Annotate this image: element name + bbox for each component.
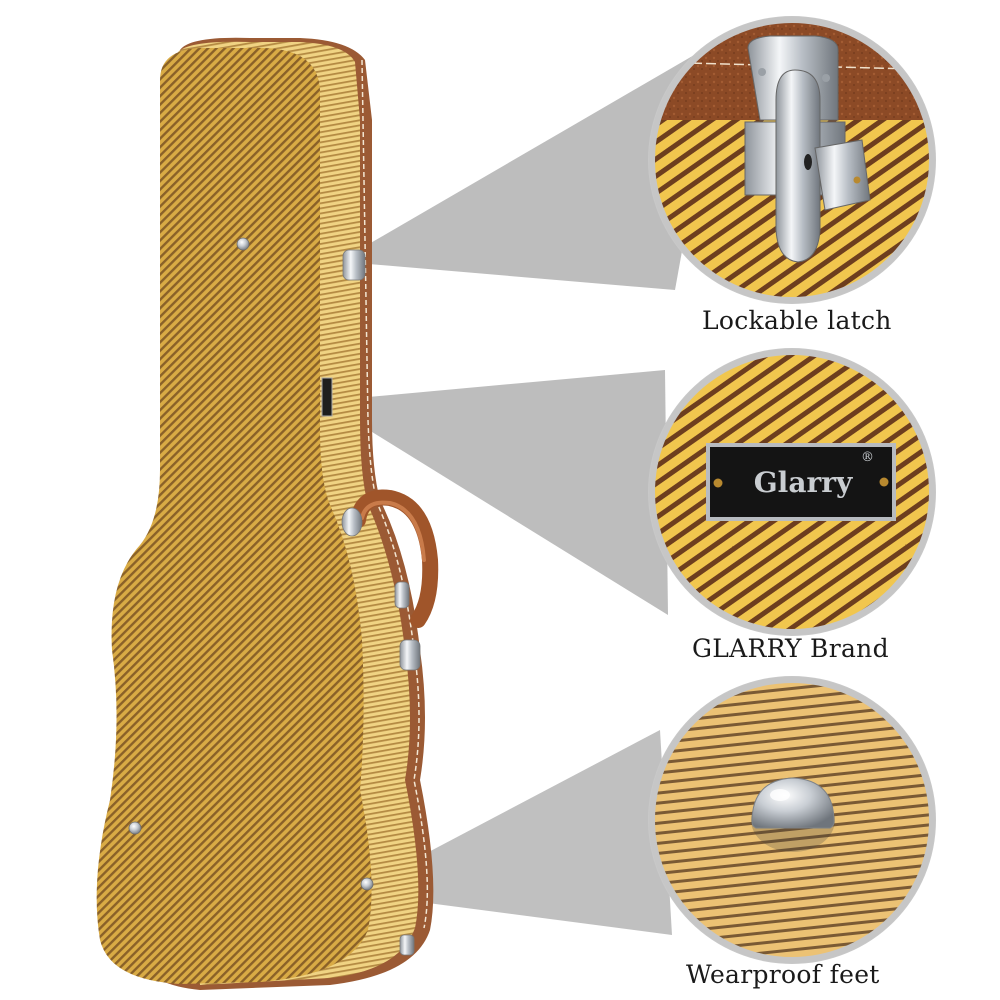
side-brand-plate — [321, 377, 333, 417]
rivet-top — [236, 237, 250, 251]
callout-beam-latch — [345, 40, 720, 290]
rivet-bottom-left — [128, 821, 142, 835]
caption-glarry-brand: GLARRY Brand — [692, 634, 889, 663]
case-handle — [350, 489, 439, 628]
registered-mark: ® — [861, 450, 874, 465]
feet-detail-image — [652, 680, 932, 960]
side-latch-low — [394, 581, 410, 609]
case-front-face — [96, 48, 372, 984]
side-latch-bottom — [399, 934, 415, 956]
latch-detail-image — [652, 20, 932, 300]
caption-wearproof-feet: Wearproof feet — [686, 960, 880, 989]
callout-beam-feet — [368, 730, 672, 935]
brand-detail-image — [652, 352, 932, 632]
side-latch-mid — [399, 639, 421, 671]
rivet-foot-icon — [751, 777, 835, 829]
side-latch-top — [342, 249, 366, 281]
callout-beam-brand — [330, 370, 668, 615]
rivet-bottom-right — [360, 877, 374, 891]
caption-lockable-latch: Lockable latch — [702, 306, 892, 335]
brand-plate-logo: Glarry ® — [738, 450, 874, 512]
brand-plate-text: Glarry — [753, 465, 853, 499]
